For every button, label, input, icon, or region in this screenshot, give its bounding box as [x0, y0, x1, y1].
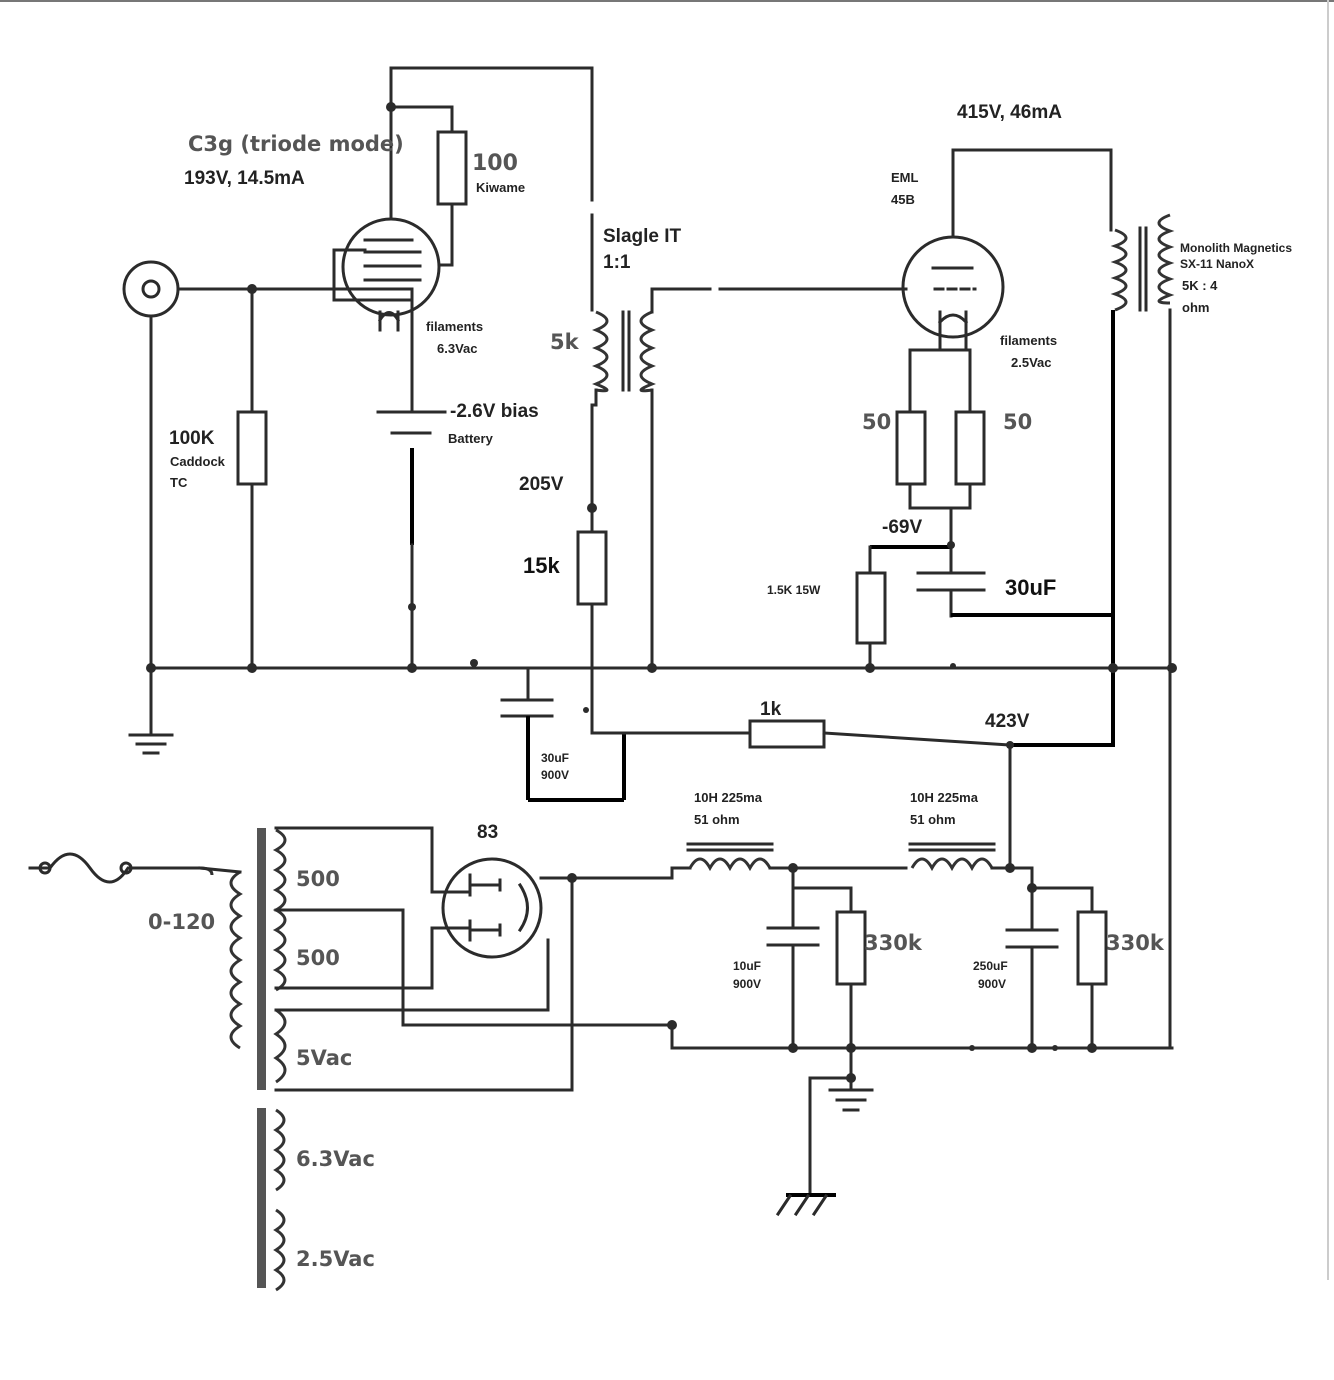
slagle-interstage-transformer	[592, 310, 656, 393]
r100k-value-label: 100K	[169, 428, 215, 449]
c3g-name-label: C3g (triode mode)	[188, 132, 404, 156]
ground-symbol-2	[828, 1088, 874, 1112]
input-jack	[122, 260, 180, 318]
rectifier-83-label: 83	[477, 822, 498, 843]
pt-5vac-label: 5Vac	[296, 1046, 352, 1070]
ot-ratio-label: 5K : 4	[1182, 278, 1218, 293]
filaments-2-label: filaments	[1000, 333, 1057, 348]
filament-2-5v-winding	[273, 1208, 286, 1292]
c250uf-value-label: 250uF	[973, 959, 1008, 973]
c30uf-900v-value-label: 30uF	[541, 751, 569, 765]
c3g-tube	[332, 217, 441, 332]
r50-left-label: 50	[862, 410, 891, 434]
pt-core	[257, 828, 266, 1090]
r330k-1-label: 330k	[864, 931, 923, 955]
c250uf-voltage-label: 900V	[978, 977, 1006, 991]
pt-primary-winding	[229, 870, 243, 1050]
c10uf-value-label: 10uF	[733, 959, 761, 973]
choke-2-resistance-label: 51 ohm	[910, 812, 956, 827]
eml-name-line2-label: 45B	[891, 192, 915, 207]
slagle-ratio-label: 1:1	[603, 252, 631, 273]
resistor-15k	[576, 530, 608, 606]
choke-1-resistance-label: 51 ohm	[694, 812, 740, 827]
bias-battery	[376, 410, 447, 435]
r1-5k-label: 1.5K 15W	[767, 583, 821, 597]
choke-1-spec-label: 10H 225ma	[694, 790, 763, 805]
output-transformer	[1110, 213, 1175, 312]
pt-primary-label: 0-120	[148, 910, 215, 934]
capacitor-30uf-cathode	[916, 571, 986, 592]
resistor-1-5k-15w	[855, 571, 887, 645]
filaments-1-label: filaments	[426, 319, 483, 334]
choke-2-spec-label: 10H 225ma	[910, 790, 979, 805]
r50-right-label: 50	[1003, 410, 1032, 434]
resistor-100-kiwame	[436, 130, 468, 206]
pt-2-5vac-label: 2.5Vac	[296, 1247, 375, 1271]
r1k-label: 1k	[760, 699, 782, 720]
pt-6-3vac-label: 6.3Vac	[296, 1147, 375, 1171]
pt-500a-label: 500	[296, 867, 340, 891]
eml-45b-tube	[901, 235, 1005, 339]
filament-transformer-core	[257, 1108, 266, 1288]
pt-5v-winding	[273, 1008, 287, 1084]
r100k-type-label: TC	[170, 475, 188, 490]
resistor-50-left	[895, 410, 927, 486]
resistor-100k	[236, 410, 268, 486]
filament-6-3v-winding	[273, 1108, 286, 1192]
r100-value-label: 100	[472, 151, 518, 176]
eml-operating-point-label: 415V, 46mA	[957, 102, 1062, 123]
slagle-impedance-label: 5k	[550, 330, 580, 354]
chassis-ground-symbol	[775, 1193, 836, 1217]
fuse	[28, 852, 202, 884]
c3g-operating-point-label: 193V, 14.5mA	[184, 168, 305, 189]
ot-brand-label: Monolith Magnetics	[1180, 241, 1292, 255]
ot-model-label: SX-11 NanoX	[1180, 257, 1254, 271]
r100k-brand-label: Caddock	[170, 454, 226, 469]
resistor-330k-2	[1076, 910, 1108, 986]
bias-label: -2.6V bias	[450, 401, 539, 422]
r330k-2-label: 330k	[1106, 931, 1165, 955]
resistor-1k	[748, 719, 826, 749]
filaments-2-voltage-label: 2.5Vac	[1011, 355, 1052, 370]
eml-name-line1-label: EML	[891, 170, 919, 185]
voltage-423v-label: 423V	[985, 711, 1030, 732]
capacitor-250uf	[1005, 928, 1059, 949]
r15k-label: 15k	[523, 553, 560, 578]
capacitor-30uf-900v	[500, 698, 554, 718]
c10uf-voltage-label: 900V	[733, 977, 761, 991]
battery-label: Battery	[448, 431, 494, 446]
resistor-330k-1	[835, 910, 867, 986]
c30uf-cathode-label: 30uF	[1005, 575, 1056, 600]
resistor-50-right	[954, 410, 986, 486]
rectifier-83-tube	[441, 857, 543, 959]
choke-2	[908, 842, 996, 872]
filaments-1-voltage-label: 6.3Vac	[437, 341, 478, 356]
r100-brand-label: Kiwame	[476, 180, 525, 195]
capacitor-10uf	[766, 926, 820, 947]
ground-symbol-1	[128, 733, 174, 755]
slagle-name-label: Slagle IT	[603, 226, 682, 247]
ot-ohm-label: ohm	[1182, 300, 1209, 315]
choke-1	[686, 842, 774, 872]
pt-500b-label: 500	[296, 946, 340, 970]
voltage-neg69-label: -69V	[882, 517, 922, 538]
c30uf-900v-voltage-label: 900V	[541, 768, 569, 782]
voltage-205v-label: 205V	[519, 474, 564, 495]
